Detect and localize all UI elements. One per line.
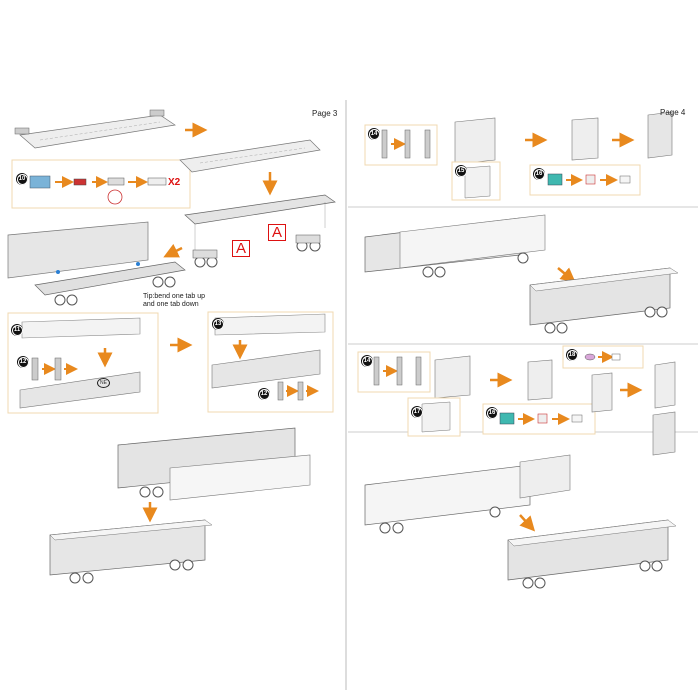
gondola-completed-right-top <box>529 267 679 334</box>
step-badge-14b: 14 <box>361 355 373 367</box>
frame-sheet-top <box>14 109 176 149</box>
ladder-part <box>31 357 39 381</box>
gondola-assembly-right-bottom <box>364 454 571 534</box>
step-badge-17: 17 <box>411 406 423 418</box>
side-panel-large <box>7 221 149 279</box>
bend-tip: Tip:bend one tab up and one tab down <box>143 293 205 309</box>
gondola-assembly-right-top <box>364 214 546 278</box>
gondola-assembly <box>117 427 311 501</box>
step-badge-15: 15 <box>455 165 467 177</box>
chassis-with-trucks <box>184 194 336 268</box>
step-badge-13: 13 <box>212 318 224 330</box>
step-badge-11: 11 <box>11 324 23 336</box>
gondola-completed-left <box>49 519 213 584</box>
step-badge-16b: 16 <box>486 407 498 419</box>
page-4-label: Page 4 <box>660 108 686 117</box>
marker-ne: NE <box>97 378 110 388</box>
step-badge-12b: 12 <box>258 388 270 400</box>
marker-a-right: A <box>268 224 287 241</box>
bend-tip-line-1: Tip:bend one tab up <box>143 293 206 300</box>
part-piece <box>29 175 51 189</box>
step-badge-10: 10 <box>16 173 28 185</box>
step-badge-12a: 12 <box>17 356 29 368</box>
end-panel <box>454 117 496 165</box>
bend-tip-line-2: and one tab down <box>143 301 199 308</box>
step-badge-18: 18 <box>566 349 578 361</box>
marker-a-left: A <box>232 240 251 257</box>
page-3-label: Page 3 <box>312 109 338 118</box>
step-badge-16a: 16 <box>533 168 545 180</box>
frame-sheet-2 <box>179 139 321 173</box>
gondola-completed-right-bottom <box>507 519 677 589</box>
arrow <box>163 243 183 258</box>
step-badge-14a: 14 <box>368 128 380 140</box>
chassis-flat <box>34 261 186 306</box>
quantity-x2: X2 <box>168 177 181 188</box>
